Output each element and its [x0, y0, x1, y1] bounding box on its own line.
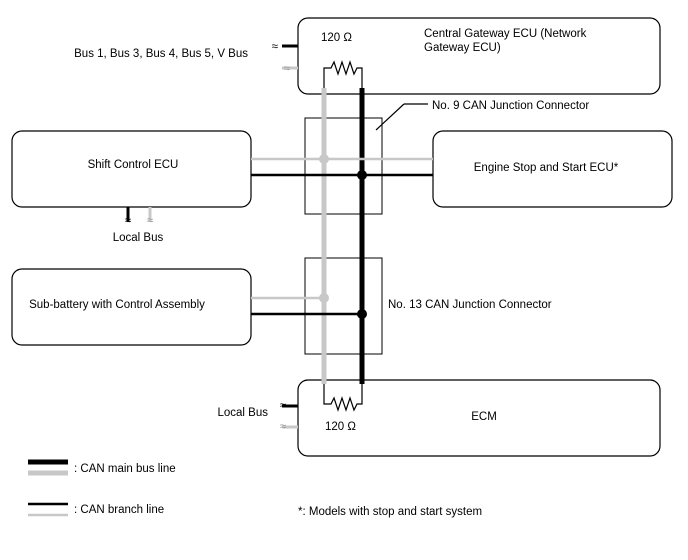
junction-dot: [357, 309, 367, 319]
ecm-label: ECM: [471, 411, 497, 423]
break-symbol-icon: ≈: [280, 421, 286, 433]
junction-connector-9-box: [304, 117, 383, 215]
junction-13-label: No. 13 CAN Junction Connector: [388, 299, 552, 311]
sub-battery-label: Sub-battery with Control Assembly: [29, 299, 205, 311]
break-symbol-icon: ≈: [272, 41, 278, 53]
engine-stop-start-ecu-box: [432, 130, 673, 208]
buses-top-label: Bus 1, Bus 3, Bus 4, Bus 5, V Bus: [74, 48, 248, 60]
break-symbol-icon: ≈: [125, 215, 131, 227]
junction-dot: [319, 293, 329, 303]
resistor-bottom-icon: [323, 384, 363, 412]
resistor-bottom-label: 120 Ω: [325, 421, 356, 433]
junction-9-label: No. 9 CAN Junction Connector: [432, 100, 589, 112]
resistor-top-label: 120 Ω: [321, 32, 352, 44]
engine-stop-start-label: Engine Stop and Start ECU*: [474, 162, 619, 174]
shift-control-label: Shift Control ECU: [88, 159, 179, 171]
junction-connector-13-box: [304, 257, 383, 355]
central-gateway-label: Central Gateway ECU (Network: [424, 28, 587, 40]
footnote: *: Models with stop and start system: [298, 506, 482, 518]
junction-dot: [357, 170, 367, 180]
local-bus-shift-label: Local Bus: [113, 232, 164, 244]
sub-battery-box: [11, 268, 252, 346]
junction-dot: [319, 154, 329, 164]
legend-main-bus-label: : CAN main bus line: [74, 463, 176, 475]
break-symbol-icon: ≈: [280, 400, 286, 412]
central-gateway-ecu-box: [297, 17, 661, 95]
legend-branch-label: : CAN branch line: [74, 504, 164, 516]
shift-control-ecu-box: [11, 130, 252, 208]
ecm-box: [297, 379, 661, 457]
central-gateway-label-2: Gateway ECU): [424, 42, 501, 54]
local-bus-ecm-label: Local Bus: [217, 407, 268, 419]
junction-9-leader: [375, 103, 405, 131]
break-symbol-icon: ≈: [147, 215, 153, 227]
resistor-top-icon: [323, 60, 363, 88]
break-symbol-icon: ≈: [284, 63, 290, 75]
